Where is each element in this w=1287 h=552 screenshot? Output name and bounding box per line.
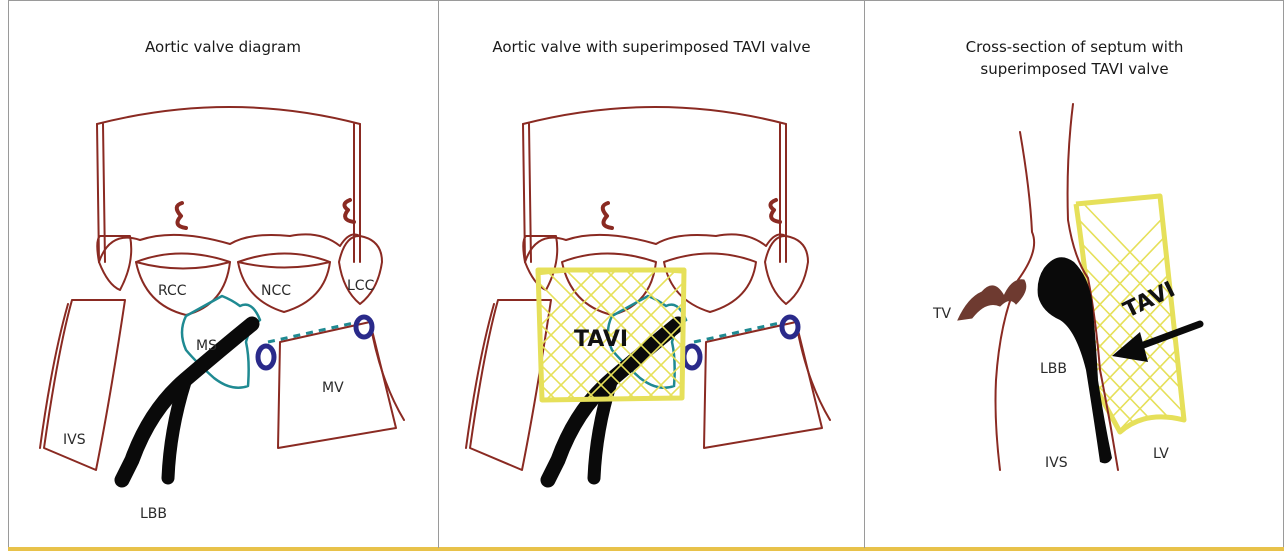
label-ivs: IVS <box>1045 455 1068 471</box>
tricuspid-valve-leaflet <box>958 280 1026 320</box>
label-lv: LV <box>1153 446 1169 462</box>
label-lbb: LBB <box>1040 361 1067 377</box>
label-tv: TV <box>932 306 952 322</box>
